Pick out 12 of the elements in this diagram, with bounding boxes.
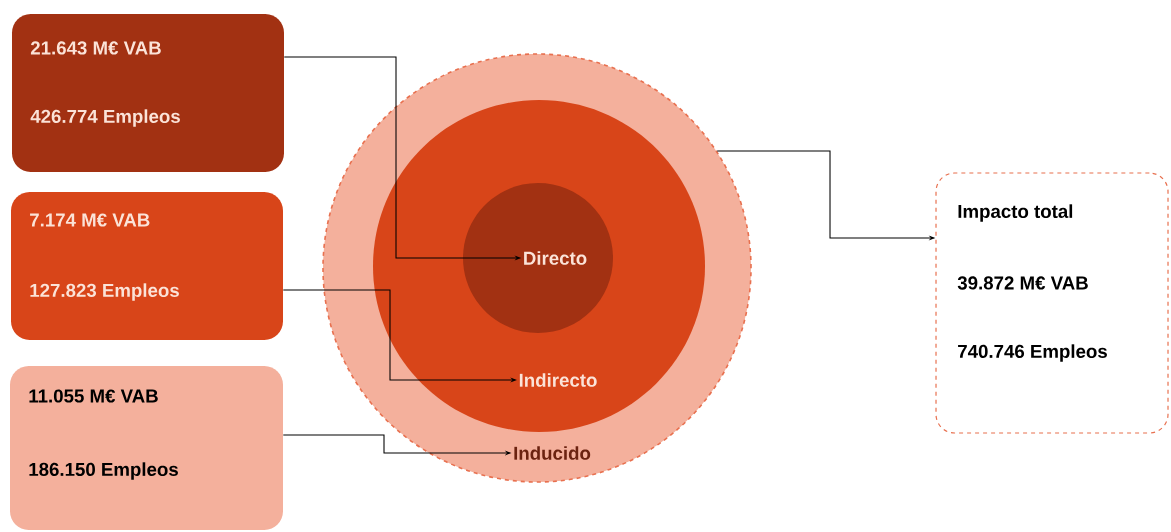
value-text: 21.643 M€ VAB	[30, 41, 161, 55]
value-text: 740.746 Empleos	[958, 344, 1107, 362]
value-text: 127.823 Empleos	[30, 283, 179, 301]
value-text: 7.174 M€ VAB	[30, 213, 150, 227]
circle-label: Inducido	[514, 446, 591, 460]
value-text: Impacto total	[958, 204, 1073, 222]
value-text: 39.872 M€ VAB	[957, 276, 1088, 290]
circle-label: Directo	[524, 251, 587, 265]
value-text: 186.150 Empleos	[29, 462, 178, 480]
value-text: 426.774 Empleos	[30, 109, 180, 127]
value-text: 11.055 M€ VAB	[29, 389, 158, 403]
circle-label: Indirecto	[519, 373, 597, 387]
